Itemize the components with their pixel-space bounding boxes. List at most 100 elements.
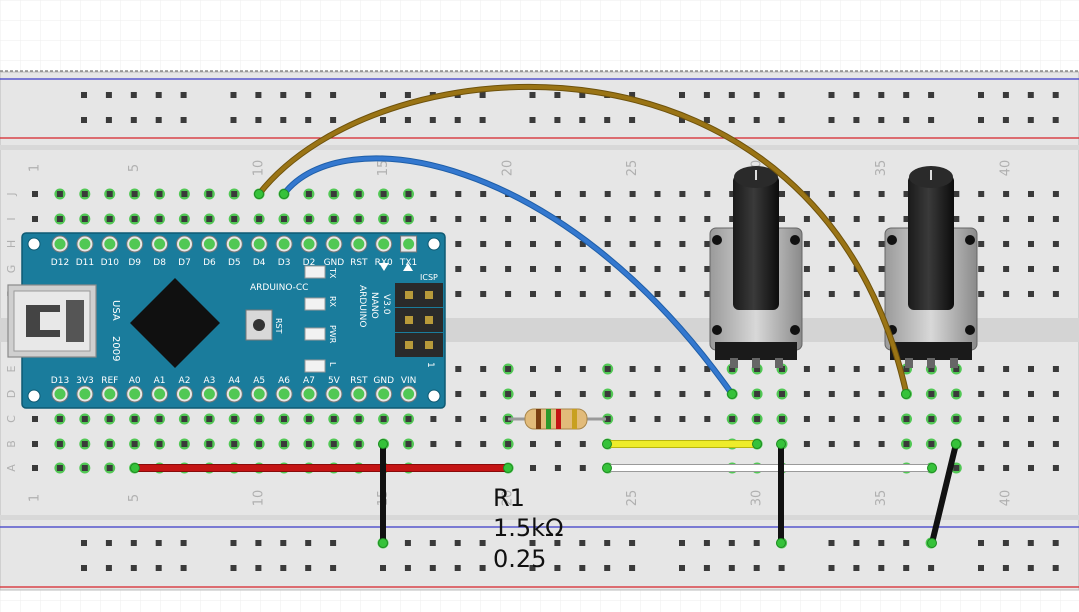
pin-label: A2	[179, 376, 191, 386]
pin-label: A5	[253, 376, 265, 386]
wire-endpoint[interactable]	[727, 389, 737, 399]
wire-endpoint[interactable]	[901, 389, 911, 399]
pin-label: D9	[128, 258, 141, 268]
wire-endpoint[interactable]	[378, 538, 388, 548]
row-letter: A	[5, 464, 18, 472]
led-label-pwr: PWR	[328, 325, 337, 344]
mount-hole-icon	[27, 237, 41, 251]
column-number: 1	[28, 164, 43, 172]
pin-label: A0	[129, 376, 141, 386]
usb-connector	[7, 284, 97, 358]
wire-endpoint[interactable]	[602, 439, 612, 449]
model-line-2: NANO	[369, 292, 379, 319]
pin-contact	[328, 238, 340, 250]
pin-contact	[278, 238, 290, 250]
pin-contact	[79, 388, 91, 400]
model-line-1: ARDUINO	[357, 285, 367, 327]
pin-contact	[179, 238, 190, 250]
column-number: 10	[252, 160, 267, 177]
wires[interactable]	[131, 83, 959, 546]
pin-label: D13	[51, 376, 69, 386]
wire-endpoint[interactable]	[254, 189, 264, 199]
usb-text: USA	[110, 300, 121, 321]
led-label-rx: RX	[328, 296, 337, 308]
pin-label: A3	[203, 376, 215, 386]
potentiometer-1[interactable]	[709, 166, 803, 368]
pin-label: D2	[303, 258, 316, 268]
wire-endpoint[interactable]	[378, 439, 388, 449]
wire-endpoint[interactable]	[503, 463, 513, 473]
wire-endpoint[interactable]	[951, 439, 961, 449]
column-number: 5	[127, 164, 142, 172]
pin-label: A1	[154, 376, 166, 386]
pin-contact	[278, 388, 290, 400]
wire-endpoint[interactable]	[927, 538, 937, 548]
column-number: 10	[252, 490, 267, 507]
year-text: 2009	[110, 336, 121, 361]
resistor-name: R1	[493, 484, 525, 512]
row-letter: D	[5, 390, 18, 398]
icsp-header	[395, 283, 443, 357]
pin-contact	[54, 388, 66, 400]
pin-label: D4	[253, 258, 266, 268]
wire-endpoint[interactable]	[752, 439, 762, 449]
pin-label: A6	[278, 376, 290, 386]
pin-label: REF	[101, 376, 118, 386]
pin-contact	[378, 238, 390, 250]
wire-endpoint[interactable]	[602, 463, 612, 473]
row-letter: E	[5, 365, 18, 372]
column-number: 40	[999, 490, 1014, 507]
pin-contact	[79, 238, 91, 250]
potentiometer-2[interactable]	[884, 166, 978, 368]
wire-endpoint[interactable]	[279, 189, 289, 199]
pin-contact	[253, 388, 265, 400]
knob-icon	[733, 175, 779, 310]
row-letter: H	[5, 240, 18, 248]
pin-label: 5V	[328, 376, 341, 386]
column-number: 35	[874, 160, 889, 177]
pin-label: A7	[303, 376, 315, 386]
pin-marker-down-icon	[379, 263, 389, 271]
wire-endpoint[interactable]	[776, 538, 786, 548]
pin-label: D7	[178, 258, 191, 268]
column-number: 30	[750, 490, 765, 507]
pin-label: D6	[203, 258, 216, 268]
led-label-tx: TX	[328, 267, 337, 279]
pin-label: RST	[350, 376, 368, 386]
led-rx	[304, 297, 326, 311]
row-letter: G	[5, 265, 18, 274]
led-l	[304, 359, 326, 373]
pin-marker-up-icon	[403, 263, 413, 271]
column-number: 35	[874, 490, 889, 507]
resistor-r1[interactable]	[508, 408, 606, 430]
pin-contact	[129, 238, 141, 250]
pin-contact	[129, 388, 141, 400]
resistor-value: 1.5kΩ	[493, 514, 563, 542]
pin-label: TX1	[399, 258, 417, 268]
row-letter: I	[5, 217, 18, 220]
row-letter: J	[5, 192, 18, 196]
icsp-pin-number: 1	[425, 362, 435, 368]
pin-contact	[403, 388, 415, 400]
mount-hole-icon	[427, 237, 441, 251]
arduino-nano[interactable]: D12D11D10D9D8D7D6D5D4D3D2GNDRSTRX0TX1D13…	[7, 232, 446, 409]
wire-endpoint[interactable]	[776, 439, 786, 449]
row-letter: B	[5, 440, 18, 448]
wire-endpoint[interactable]	[927, 463, 937, 473]
reset-label: RST	[274, 318, 283, 334]
pin-label: GND	[373, 376, 394, 386]
mount-hole-icon	[27, 389, 41, 403]
pin-contact	[228, 238, 240, 250]
pin-label: D10	[101, 258, 120, 268]
column-number: 1	[28, 494, 43, 502]
column-number: 25	[625, 490, 640, 507]
pin-contact	[353, 388, 365, 400]
wire-endpoint[interactable]	[130, 463, 140, 473]
pin-label: GND	[324, 258, 345, 268]
led-pwr	[304, 327, 326, 341]
pin-contact	[328, 388, 340, 400]
wire-endpoints	[130, 189, 961, 548]
mount-hole-icon	[427, 389, 441, 403]
row-letters: JIHGFEDCBA	[5, 192, 18, 471]
